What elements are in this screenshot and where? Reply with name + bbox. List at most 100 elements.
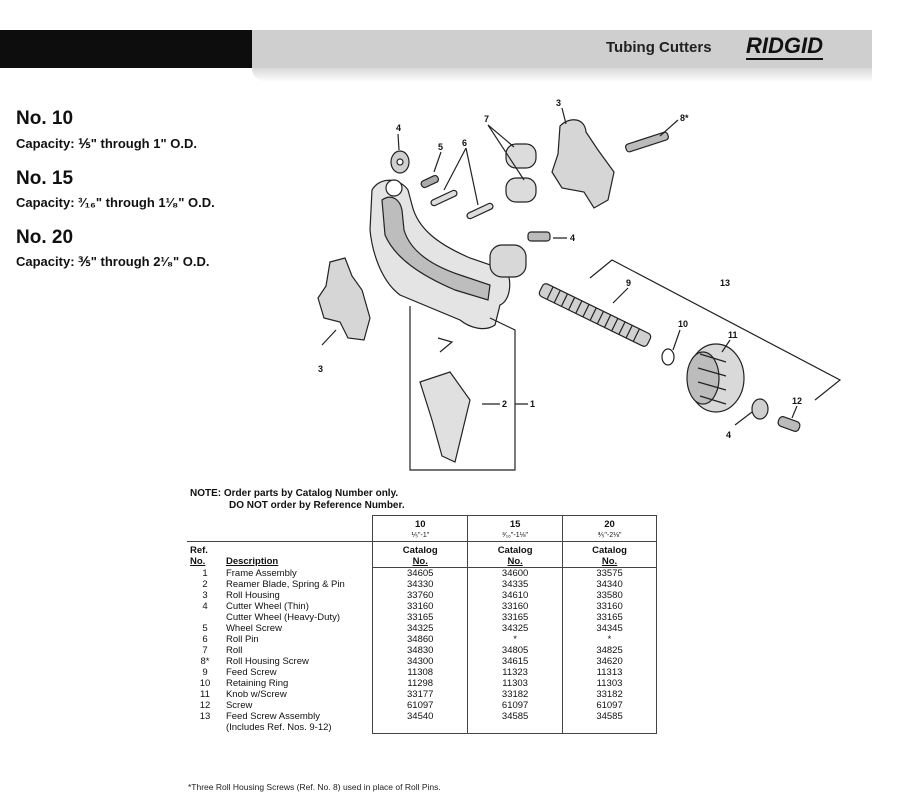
ref-no-cell: 4: [202, 601, 208, 612]
ref-header-line1: Ref.: [190, 545, 208, 556]
diagram-label-6: 6: [462, 138, 467, 148]
description-cell: Feed Screw Assembly: [225, 711, 320, 722]
catalog-header-20: Catalog No.: [562, 541, 657, 568]
diagram-label-10: 10: [678, 319, 688, 329]
diagram-label-12: 12: [792, 396, 802, 406]
catalog-20-cell: 33580: [562, 590, 657, 601]
order-note-line-1: NOTE: Order parts by Catalog Number only…: [190, 488, 399, 499]
diagram-label-11: 11: [728, 330, 738, 340]
description-cell: Screw: [225, 700, 253, 711]
diagram-label-7: 7: [484, 114, 489, 124]
catalog-10-cell: 34325: [372, 623, 469, 634]
header-grey-bar: [252, 30, 872, 68]
catalog-10-cell: 34330: [372, 579, 469, 590]
catalog-20-cell: 11303: [562, 678, 657, 689]
catalog-20-cell: 11313: [562, 667, 657, 678]
model-number-15: No. 15: [16, 168, 74, 189]
ref-no-cell: 3: [202, 590, 208, 601]
model-name: 15: [509, 519, 521, 530]
ref-no-cell: [187, 612, 223, 623]
ref-header: Ref. No.: [187, 541, 223, 568]
catalog-header-line1: Catalog: [497, 545, 533, 556]
catalog-15-cell: 34610: [467, 590, 564, 601]
ref-no-cell: 10: [199, 678, 211, 689]
catalog-header-15: Catalog No.: [467, 541, 564, 568]
model-range: ⅕"-1": [411, 532, 430, 539]
roll-housing-right-shape: [551, 119, 615, 209]
model-capacity-15: Capacity: ³⁄₁₆" through 1¹⁄₈" O.D.: [16, 195, 215, 210]
catalog-10-cell: 11298: [372, 678, 469, 689]
catalog-15-cell: *: [467, 634, 564, 645]
catalog-10-cell: 34860: [372, 634, 469, 645]
catalog-20-cell: 33160: [562, 601, 657, 612]
catalog-15-cell: 11323: [467, 667, 564, 678]
roll-housing-left-shape: [317, 257, 371, 341]
feed-screw-shape: [538, 283, 652, 347]
order-note-line-2: DO NOT order by Reference Number.: [229, 500, 405, 511]
model-header-20: 20 ⅗"-2⅛": [562, 515, 657, 542]
catalog-15-cell: 34805: [467, 645, 564, 656]
catalog-15-cell: 61097: [467, 700, 564, 711]
catalog-15-cell: 33182: [467, 689, 564, 700]
model-number-20: No. 20: [16, 227, 74, 248]
ref-no-cell: 1: [202, 567, 208, 579]
catalog-20-cell: 34345: [562, 623, 657, 634]
header-grey-bar-shadow: [252, 68, 872, 82]
description-cell: Reamer Blade, Spring & Pin: [225, 579, 345, 590]
catalog-20-cell: 33182: [562, 689, 657, 700]
description-cell: Knob w/Screw: [225, 689, 287, 700]
model-capacity-20: Capacity: ⅗" through 2¹⁄₈" O.D.: [16, 254, 210, 269]
catalog-15-cell: 11303: [467, 678, 564, 689]
ref-no-cell: 9: [202, 667, 208, 678]
diagram-label-5: 5: [438, 142, 443, 152]
catalog-20-cell: 33165: [562, 612, 657, 623]
catalog-20-cell: 61097: [562, 700, 657, 711]
description-header: Description: [222, 541, 373, 568]
catalog-15-cell: 33165: [467, 612, 564, 623]
catalog-header-10: Catalog No.: [372, 541, 469, 568]
model-header-15: 15 ³⁄₁₆"-1⅛": [467, 515, 564, 542]
ref-no-cell: 11: [200, 689, 210, 700]
frame-knob-housing-shape: [489, 244, 527, 278]
catalog-10-cell: 33760: [372, 590, 469, 601]
diagram-label-8: 8*: [680, 113, 689, 123]
description-cell: Roll Housing Screw: [225, 656, 309, 667]
catalog-header-line2: No.: [507, 556, 523, 567]
model-capacity-10: Capacity: ⅕" through 1" O.D.: [16, 136, 197, 151]
ref-no-cell: 12: [199, 700, 211, 711]
description-cell: Roll: [225, 645, 243, 656]
catalog-10-cell: 33177: [372, 689, 469, 700]
knob-shape: [686, 343, 745, 413]
brand-logo: RIDGID: [746, 33, 823, 60]
page-title: Tubing Cutters: [606, 39, 712, 56]
catalog-20-cell: 34340: [562, 579, 657, 590]
catalog-10-cell: 34540: [372, 711, 469, 722]
catalog-20-cell: 33575: [562, 567, 657, 579]
catalog-15-cell: 34335: [467, 579, 564, 590]
ref-no-cell: 6: [202, 634, 208, 645]
diagram-label-4-bottom: 4: [726, 430, 731, 440]
catalog-10-cell: 34300: [372, 656, 469, 667]
parts-table: 10 ⅕"-1" 15 ³⁄₁₆"-1⅛" 20 ⅗"-2⅛" Ref. No.…: [187, 515, 657, 734]
catalog-15-cell: 34615: [467, 656, 564, 667]
catalog-header-line1: Catalog: [402, 545, 438, 556]
description-cell: Frame Assembly: [225, 567, 297, 579]
catalog-15-cell: [467, 722, 564, 734]
catalog-15-cell: 33160: [467, 601, 564, 612]
diagram-label-1: 1: [530, 399, 535, 409]
diagram-label-3-top: 3: [556, 98, 561, 108]
model-range: ⅗"-2⅛": [597, 532, 622, 539]
description-cell: Wheel Screw: [225, 623, 282, 634]
catalog-15-cell: 34600: [467, 567, 564, 579]
table-footnote: *Three Roll Housing Screws (Ref. No. 8) …: [188, 782, 441, 792]
ref-no-cell: 2: [202, 579, 208, 590]
